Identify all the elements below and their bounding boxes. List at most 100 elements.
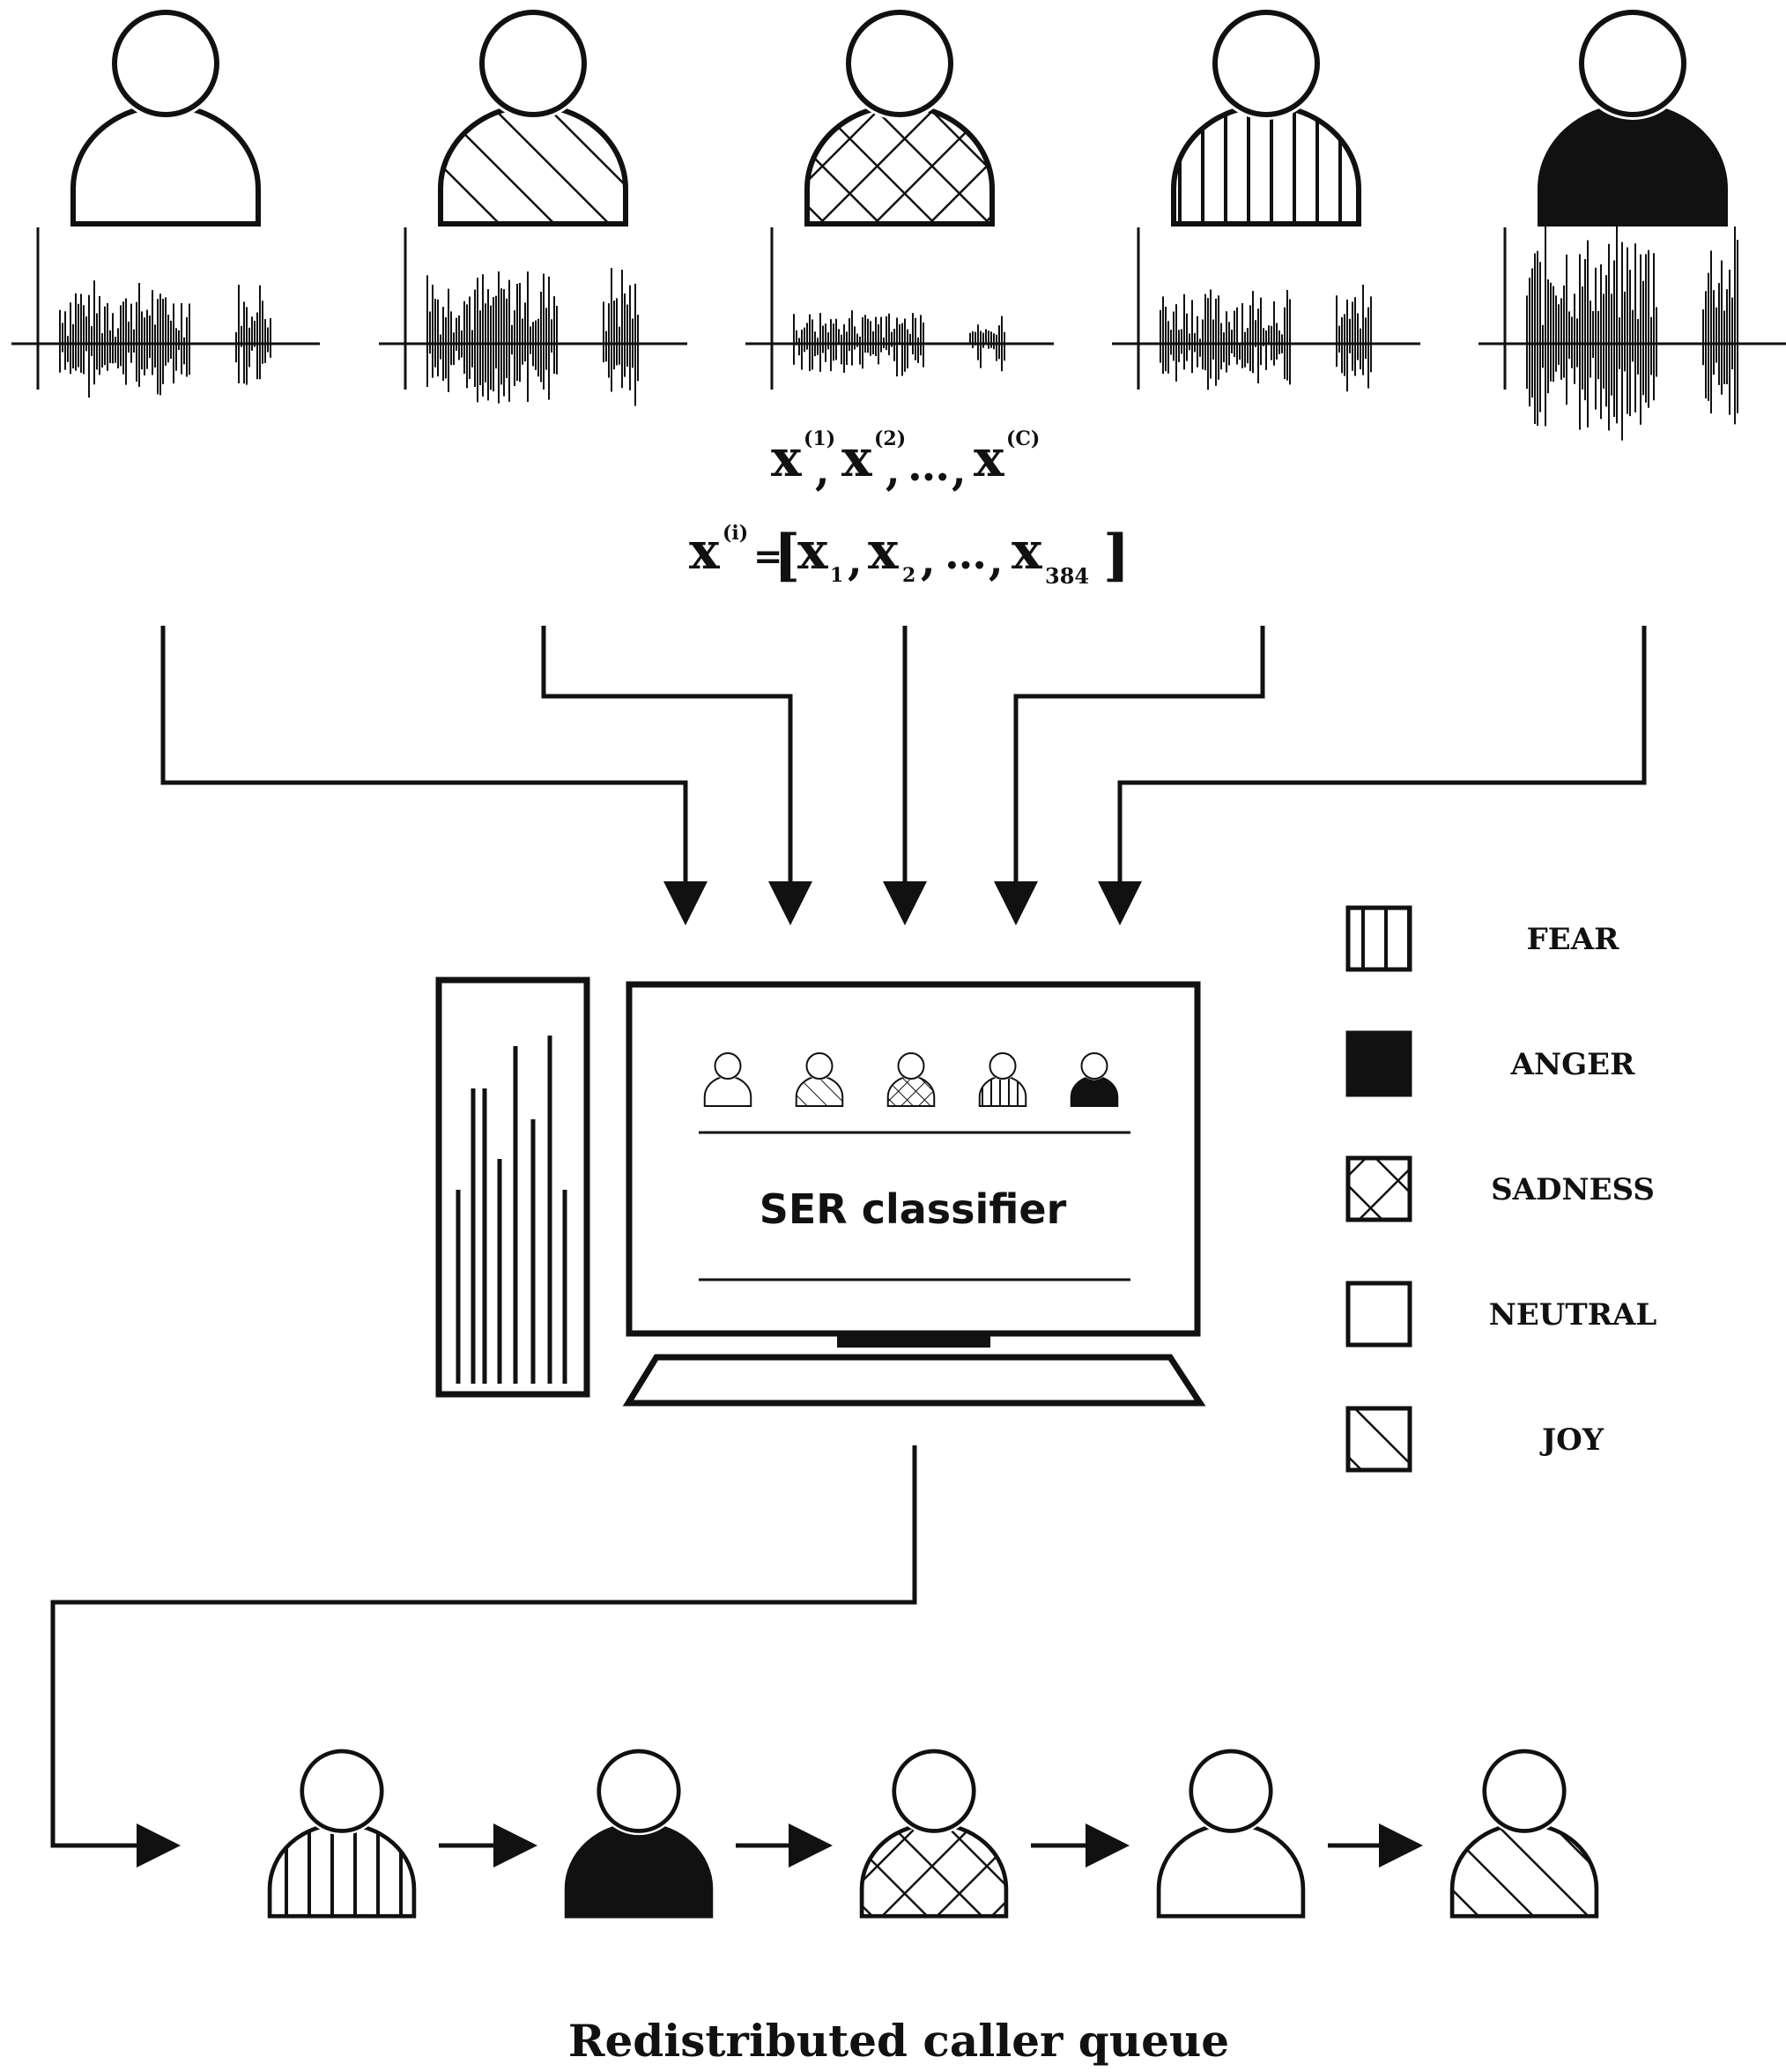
person-head — [805, 1052, 834, 1080]
screen-caller-icons — [703, 1051, 1119, 1107]
legend-swatch — [1345, 1030, 1412, 1097]
legend-item-neutral: NEUTRAL — [1345, 1281, 1657, 1348]
vector-close: ] — [1103, 523, 1130, 589]
screen-anger-icon — [1070, 1051, 1119, 1107]
classifier-title: SER classifier — [760, 1185, 1067, 1233]
legend-item-joy: JOY — [1345, 1406, 1604, 1473]
legend-item-anger: ANGER — [1345, 1030, 1635, 1097]
vector-c1: , — [848, 536, 863, 585]
connector-4 — [994, 626, 1265, 925]
legend-swatch — [1345, 905, 1412, 972]
person-head — [597, 1749, 681, 1833]
formula-sep1: , — [815, 446, 830, 495]
person-head — [1579, 10, 1686, 117]
person-body — [564, 1822, 714, 1919]
formula-x1: x — [771, 428, 802, 488]
legend-label: FEAR — [1527, 922, 1619, 957]
queue-joy-icon — [1449, 1747, 1599, 1919]
monitor: SER classifier — [622, 981, 1206, 1407]
caller-anger-icon — [1538, 7, 1728, 227]
legend-swatch — [1345, 1406, 1412, 1473]
formula-sup1: (1) — [804, 427, 835, 450]
person-body — [438, 103, 628, 227]
person-head — [300, 1749, 384, 1833]
legend-item-sadness: SADNESS — [1345, 1155, 1655, 1222]
monitor-stand — [837, 1333, 990, 1348]
vector-open: [ — [774, 523, 800, 589]
person-body — [1449, 1822, 1599, 1919]
formula-supc: (C) — [1006, 427, 1040, 450]
person-head — [1212, 10, 1320, 117]
vector-xn: x — [1012, 521, 1042, 581]
legend-label: SADNESS — [1491, 1172, 1655, 1207]
formula-sep3: , — [952, 446, 967, 495]
vector-c3: , — [989, 536, 1004, 585]
queue-neutral-icon — [1156, 1747, 1306, 1919]
formula-sup2: (2) — [874, 427, 906, 450]
person-head — [892, 1749, 976, 1833]
legend-swatch — [1345, 1155, 1412, 1222]
formula-ellipsis: … — [908, 442, 950, 491]
queue-anger-icon — [564, 1747, 714, 1919]
person-head — [1189, 1749, 1273, 1833]
screen-joy-icon — [795, 1051, 844, 1107]
person-head — [714, 1052, 742, 1080]
waveform-joy — [379, 227, 687, 406]
caller-queue — [267, 1747, 1599, 1919]
person-head — [989, 1052, 1017, 1080]
screen-sadness-icon — [886, 1051, 936, 1107]
formula-x2: x — [841, 428, 872, 488]
person-body — [70, 103, 261, 227]
person-body — [1156, 1822, 1306, 1919]
caller-neutral-icon — [70, 7, 261, 227]
waveform-sadness — [745, 227, 1054, 390]
queue-caption: Redistributed caller queue — [568, 2015, 1229, 2067]
legend-item-fear: FEAR — [1345, 905, 1619, 972]
person-body — [1171, 103, 1361, 227]
vector-lhs: x — [689, 521, 720, 581]
caller-sadness-icon — [804, 7, 995, 227]
vector-eq: = — [753, 536, 783, 577]
screen-neutral-icon — [703, 1051, 752, 1107]
waveform-fear — [1112, 227, 1420, 392]
caller-joy-icon — [438, 7, 628, 227]
vector-x1: x — [797, 521, 828, 581]
person-head — [1482, 1749, 1567, 1833]
waveform-anger — [1478, 224, 1786, 441]
person-head — [112, 10, 219, 117]
legend-label: ANGER — [1510, 1047, 1635, 1082]
speech-waveforms — [11, 224, 1786, 441]
connector-1 — [160, 626, 708, 925]
emotion-legend: FEAR ANGER SADNESS NEUTRAL JOY — [1345, 905, 1657, 1473]
person-head — [897, 1052, 925, 1080]
output-connector — [50, 1445, 917, 1868]
person-body — [804, 103, 995, 227]
vector-c2: , — [921, 536, 936, 585]
legend-label: NEUTRAL — [1489, 1297, 1657, 1333]
caller-fear-icon — [1171, 7, 1361, 227]
queue-sadness-icon — [859, 1747, 1009, 1919]
input-connectors — [160, 626, 1647, 925]
vector-s2: 2 — [902, 564, 915, 587]
caller-row — [70, 7, 1728, 227]
screen-fear-icon — [978, 1051, 1027, 1107]
computer-tower — [435, 977, 590, 1398]
person-body — [1538, 103, 1728, 227]
keyboard — [622, 1354, 1206, 1407]
connector-5 — [1098, 626, 1647, 925]
feature-set-formula: x (1) , x (2) , … , x (C) — [771, 427, 1040, 495]
vector-dots: … — [945, 530, 987, 579]
person-head — [1080, 1052, 1108, 1080]
legend-label: JOY — [1539, 1422, 1604, 1458]
feature-vector-formula: x (i) = [ x 1 , x 2 , … , x 384 ] — [689, 521, 1130, 589]
vector-s1: 1 — [830, 564, 843, 587]
formula-xc: x — [974, 428, 1004, 488]
vector-sup: (i) — [723, 522, 748, 545]
person-body — [859, 1822, 1009, 1919]
person-head — [479, 10, 587, 117]
queue-fear-icon — [267, 1747, 417, 1919]
formula-sep2: , — [886, 446, 900, 495]
vector-x2: x — [868, 521, 899, 581]
vector-sn: 384 — [1045, 563, 1089, 589]
